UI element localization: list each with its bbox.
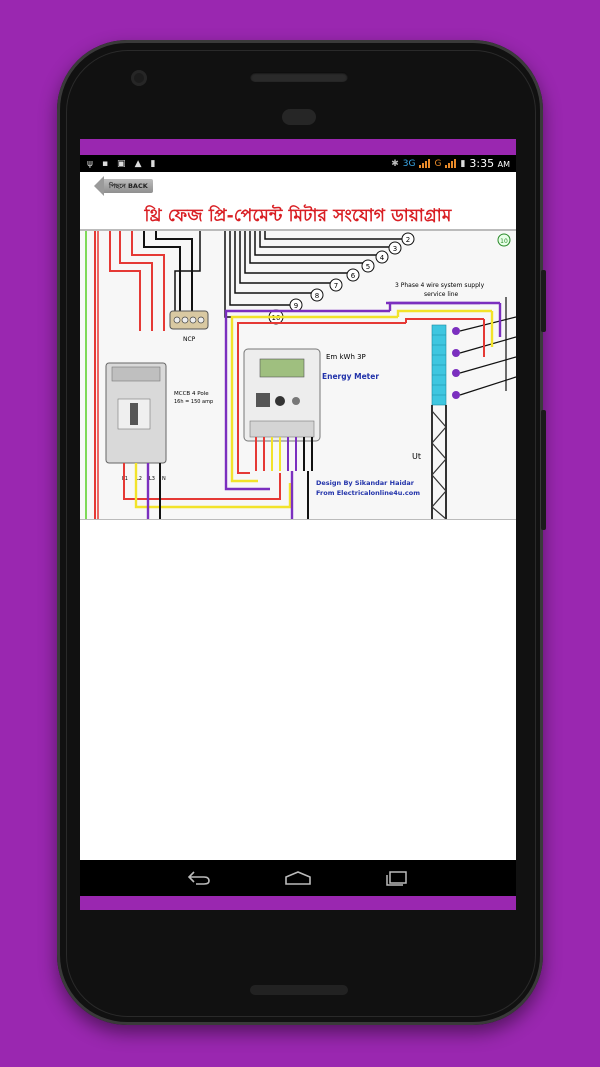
back-arrow-icon <box>188 871 211 885</box>
supply-label-2: service line <box>424 291 459 298</box>
ncp-label: NCP <box>183 336 196 343</box>
title-divider <box>80 229 516 231</box>
corner-badge: 10 <box>500 238 508 245</box>
circuit-label: 7 <box>334 282 338 290</box>
supply-label: 3 Phase 4 wire system supply <box>395 282 485 289</box>
circuit-label: 9 <box>294 302 298 310</box>
navigation-bar <box>80 860 516 896</box>
front-camera <box>131 70 147 86</box>
circuit-label: 8 <box>315 292 319 300</box>
app-content: পিছনে BACK থ্রি ফেজ প্রি-পেমেন্ট মিটার স… <box>80 172 516 860</box>
clock: 3:35 AM <box>469 157 510 170</box>
warning-icon: ▲ <box>134 158 142 169</box>
terminal-label: N <box>162 476 166 482</box>
meter-model: Em kWh 3P <box>326 353 366 361</box>
network-type: 3G <box>402 158 416 169</box>
credit-line-2: From Electricalonline4u.com <box>316 489 420 497</box>
bottom-speaker <box>250 985 348 995</box>
home-icon <box>285 871 311 885</box>
status-bar: ψ ▪ ▣ ▲ ▮ ✱ 3G G ▮ 3:35 AM <box>80 155 516 172</box>
nav-recents-button[interactable] <box>382 867 412 889</box>
nav-back-button[interactable] <box>184 867 214 889</box>
circuit-label: 3 <box>393 245 397 253</box>
circuit-label: 6 <box>351 272 356 280</box>
terminal-label: L2 <box>136 476 142 482</box>
circuit-label: 5 <box>366 263 370 271</box>
image-icon: ▣ <box>117 158 126 169</box>
terminal-label: L3 <box>149 476 155 482</box>
diagram-divider <box>80 519 516 520</box>
meter-name: Energy Meter <box>322 372 379 381</box>
circuit-label: 4 <box>380 254 385 262</box>
sd-card-icon: ▮ <box>150 158 156 169</box>
nav-home-button[interactable] <box>283 867 313 889</box>
ut-label: Ut <box>412 452 421 461</box>
circuit-label: 2 <box>406 236 410 244</box>
back-button[interactable]: পিছনে BACK <box>94 175 153 197</box>
battery-icon: ▮ <box>460 158 466 169</box>
power-button <box>541 410 546 530</box>
signal-icon <box>419 159 431 168</box>
bluetooth-icon: ✱ <box>391 158 399 169</box>
page-title: থ্রি ফেজ প্রি-পেমেন্ট মিটার সংযোগ ডায়াগ… <box>144 206 452 226</box>
mccb-label: MCCB 4 Pole <box>174 391 209 397</box>
credit-line: Design By Sikandar Haidar <box>316 479 415 487</box>
wiring-diagram[interactable]: 10 9 8 7 6 5 4 3 2 10 NCP <box>80 231 516 519</box>
network-type-2: G <box>434 158 442 169</box>
earpiece-speaker <box>250 72 348 82</box>
recents-icon <box>385 871 407 886</box>
diagram-svg: 10 9 8 7 6 5 4 3 2 10 NCP <box>80 231 516 519</box>
proximity-sensor <box>282 109 316 125</box>
volume-button <box>541 270 546 332</box>
usb-icon: ψ <box>87 158 93 169</box>
signal-icon-2 <box>445 159 457 168</box>
back-button-label: পিছনে BACK <box>104 179 153 193</box>
back-arrow-icon <box>94 176 104 196</box>
screen: ψ ▪ ▣ ▲ ▮ ✱ 3G G ▮ 3:35 AM পিছনে BACK থ্… <box>80 139 516 910</box>
mccb-rating: 16h = 150 amp <box>174 399 213 405</box>
lock-icon: ▪ <box>101 158 109 169</box>
